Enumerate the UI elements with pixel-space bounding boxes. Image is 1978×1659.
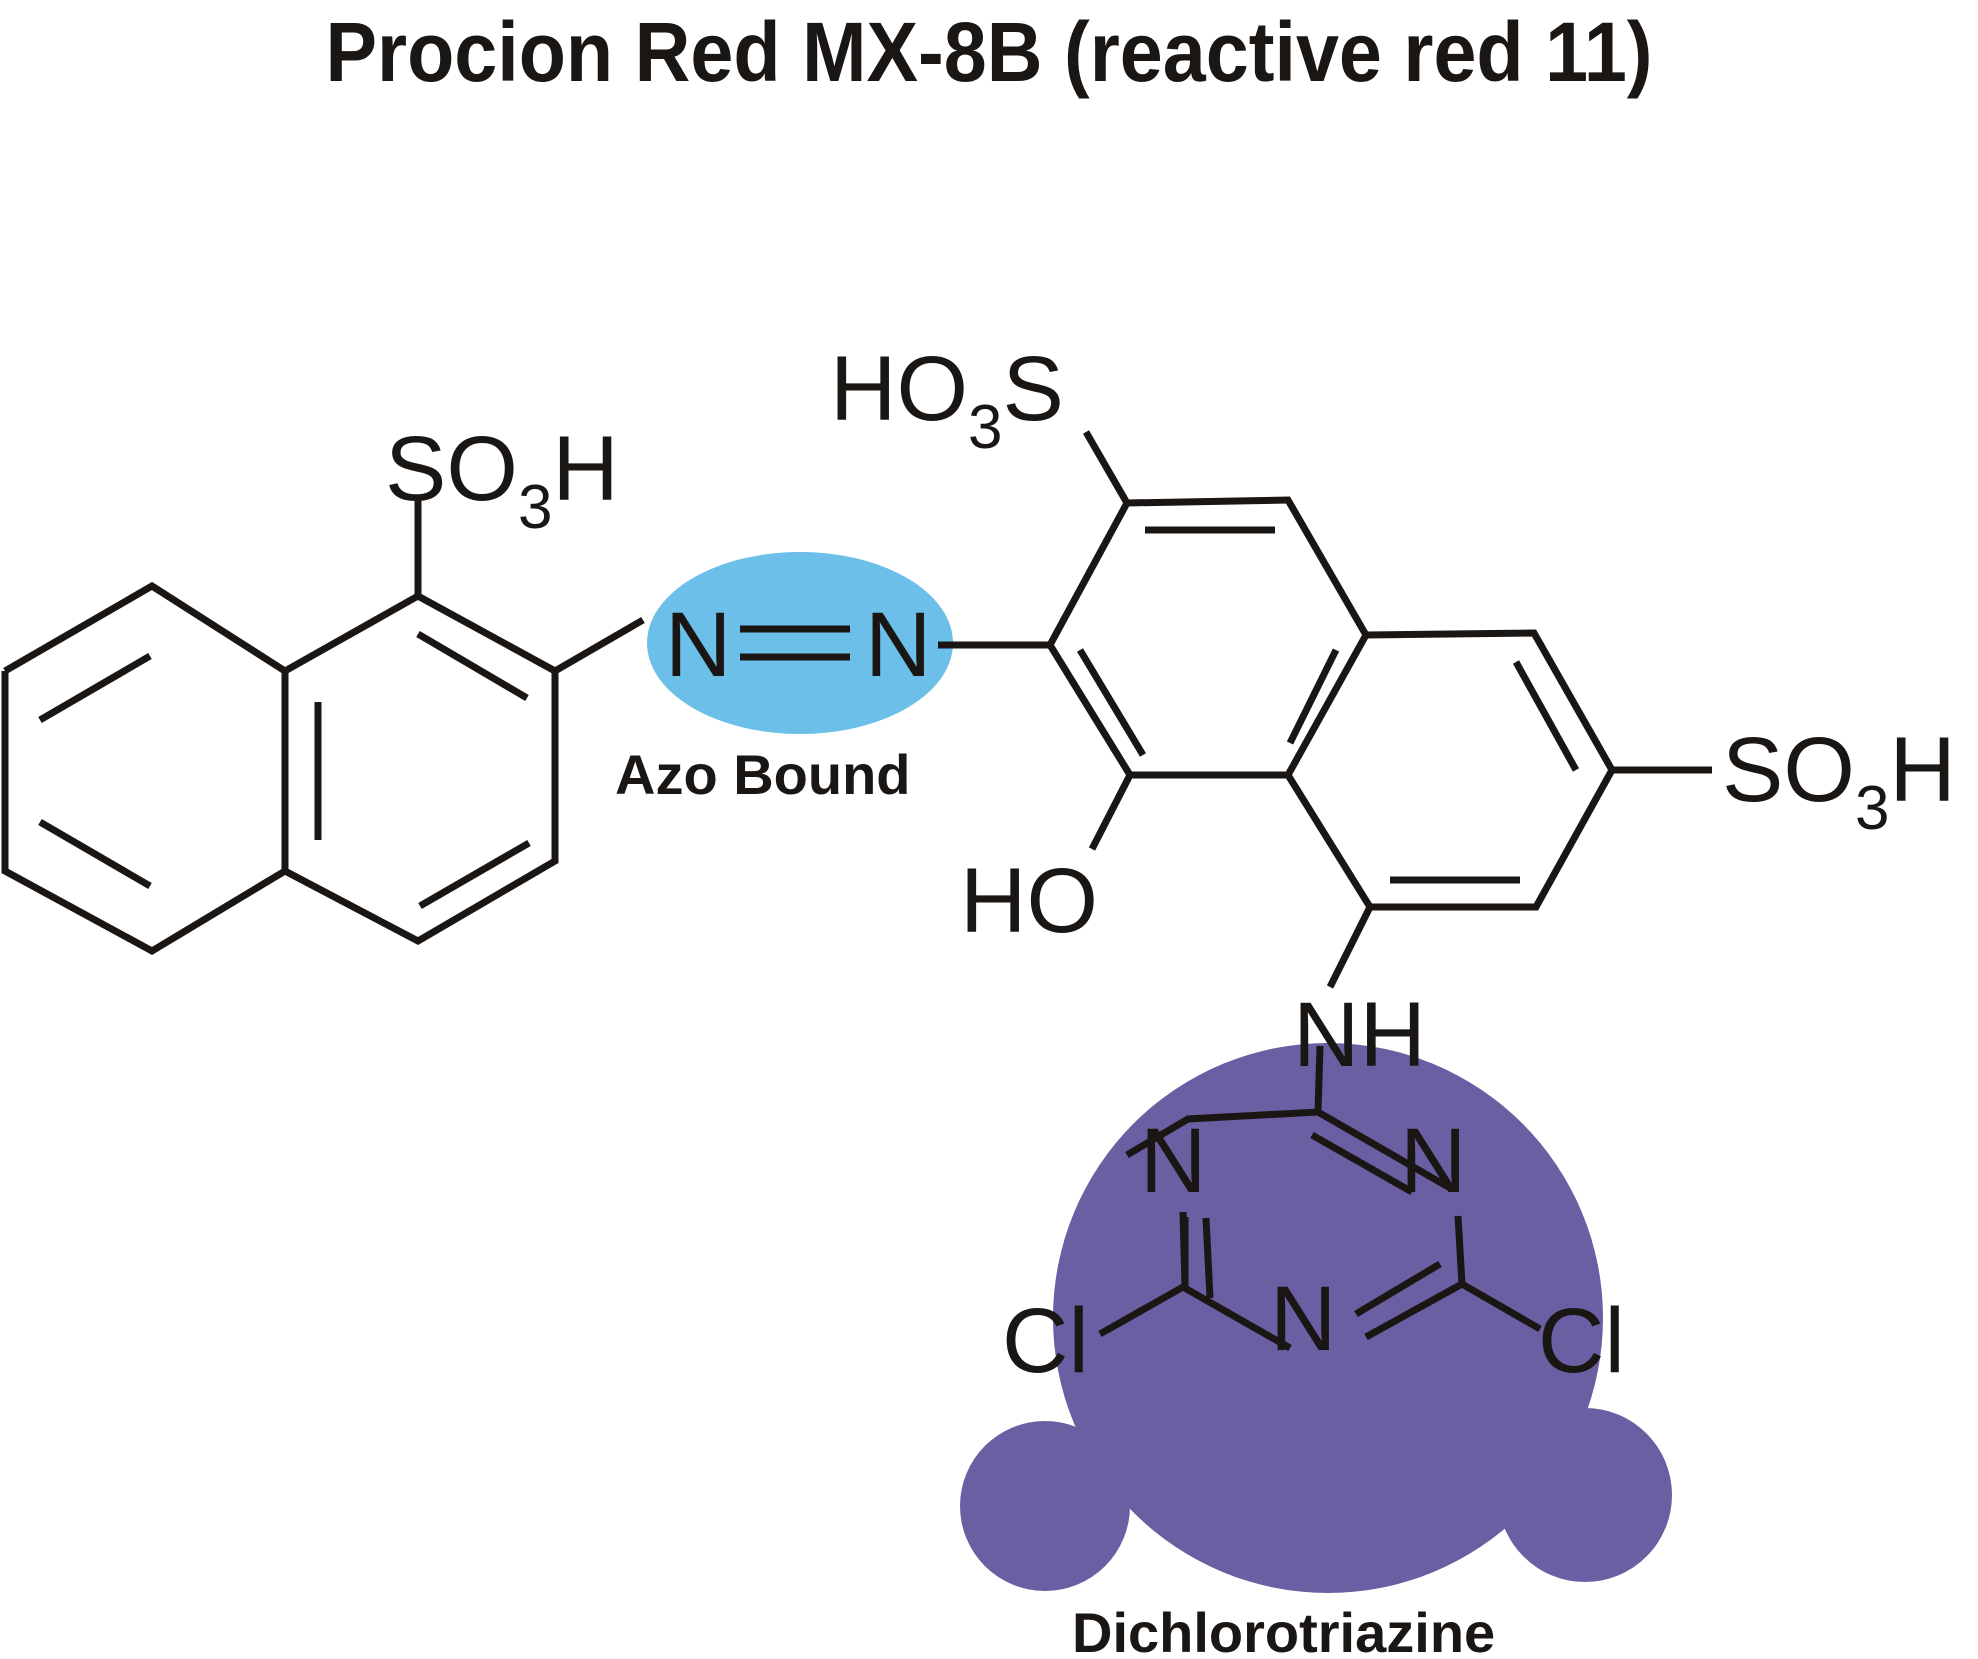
triazine-nitrogen-left: N	[1140, 1110, 1206, 1212]
azo-nitrogen-2: N	[865, 594, 931, 696]
sulfonate-right: SO3H	[1722, 719, 1956, 843]
sulfonate-left: SO3H	[385, 418, 619, 542]
triazine-nitrogen-bottom: N	[1270, 1268, 1336, 1370]
triazine-highlight	[960, 1043, 1672, 1593]
chlorine-left: Cl	[1002, 1290, 1089, 1392]
amine-group: NH	[1293, 984, 1426, 1086]
diagram-title: Procion Red MX-8B (reactive red 11)	[325, 5, 1653, 99]
hydroxyl-group: HO	[960, 850, 1098, 952]
triazine-ring	[1098, 1045, 1542, 1352]
triazine-label: Dichlorotriazine	[1072, 1601, 1495, 1659]
naphthalene-right	[1046, 430, 1712, 989]
chlorine-right: Cl	[1538, 1290, 1625, 1392]
azo-label: Azo Bound	[615, 743, 910, 806]
sulfonate-top: HO3S	[830, 338, 1064, 462]
naphthalene-left	[1, 500, 645, 956]
triazine-nitrogen-right: N	[1400, 1110, 1466, 1212]
azo-group	[740, 625, 1050, 661]
azo-highlight	[647, 552, 953, 734]
azo-nitrogen-1: N	[665, 594, 731, 696]
